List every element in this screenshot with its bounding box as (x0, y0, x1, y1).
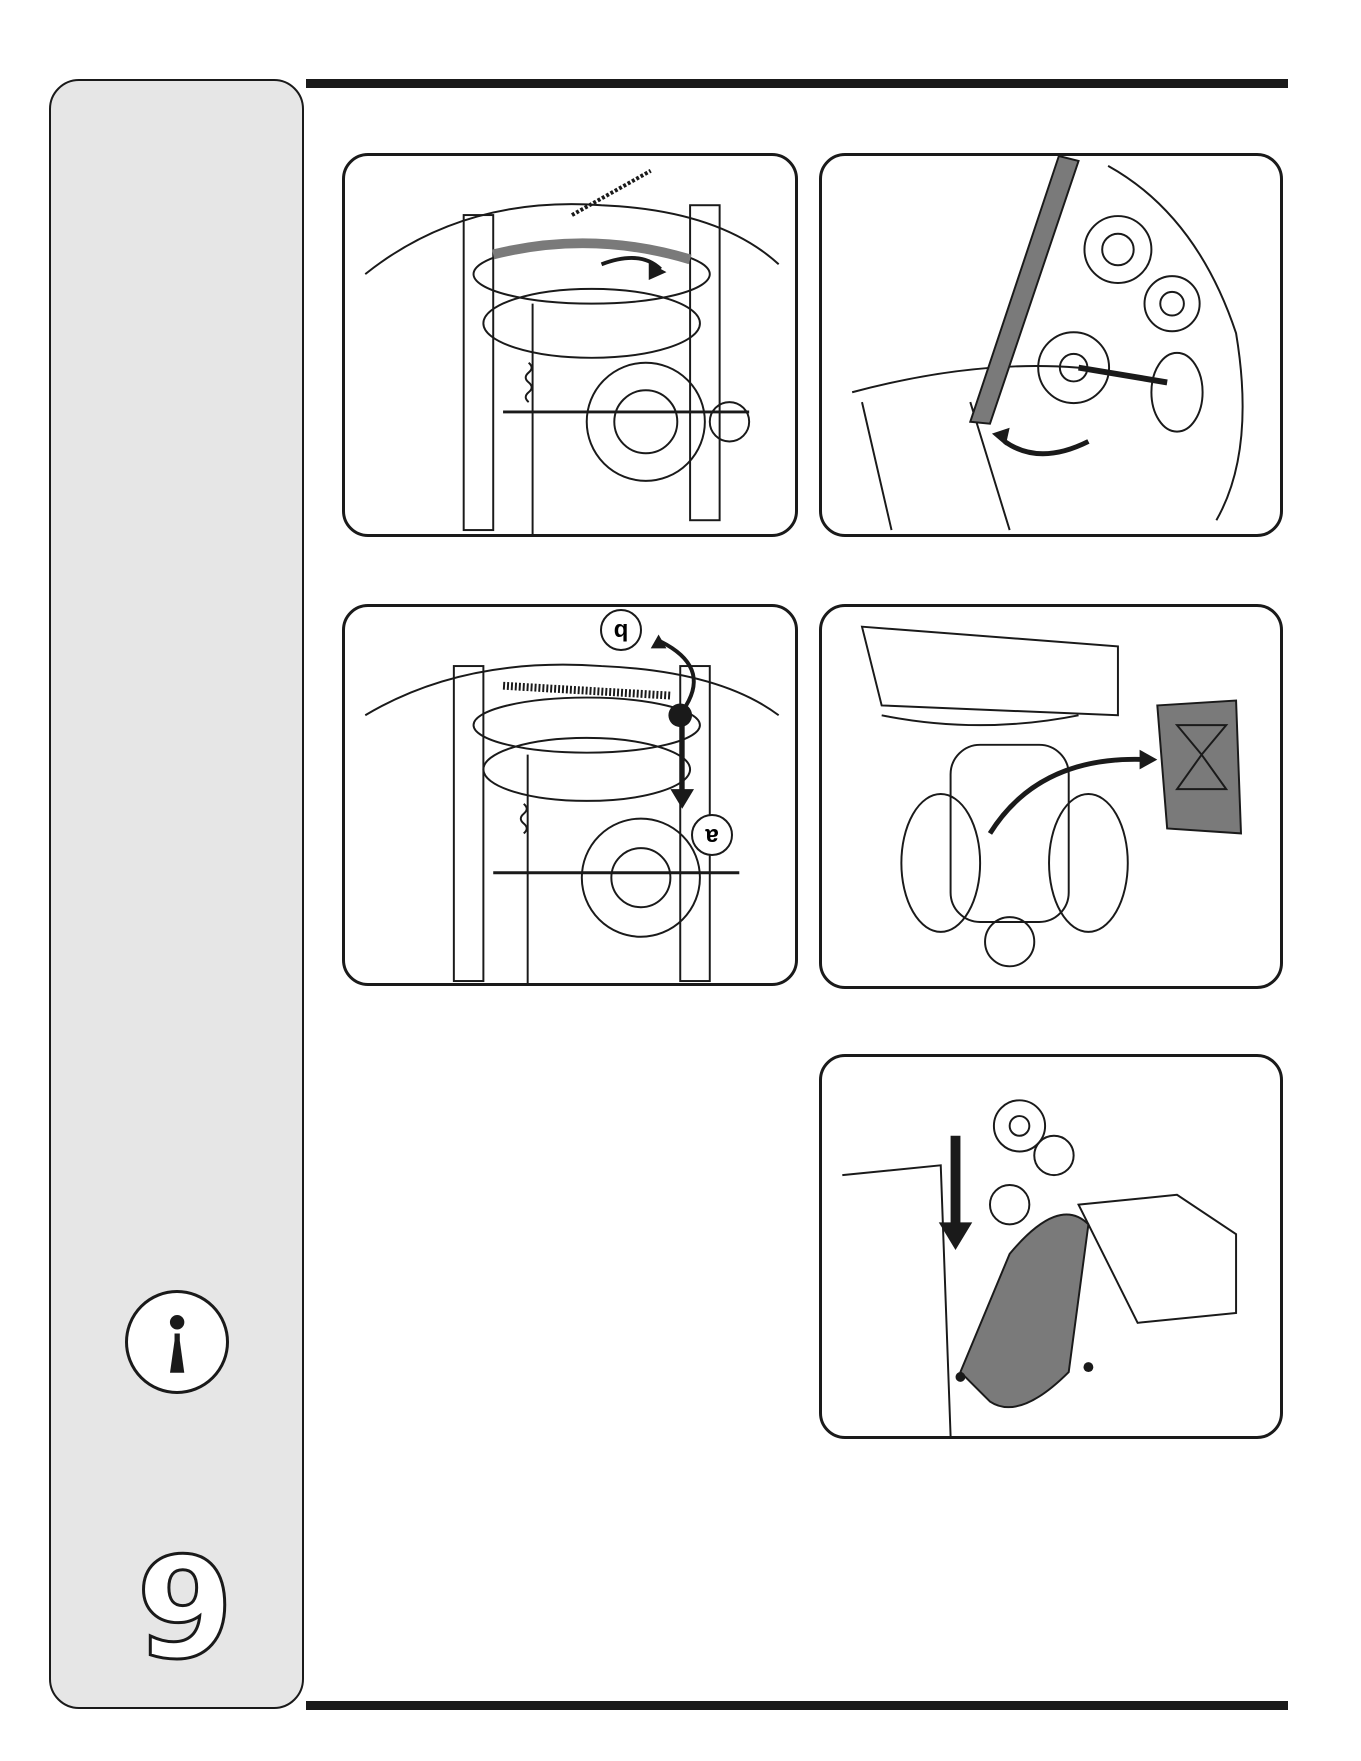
figure-idler-bracket-spring: b a (342, 604, 798, 986)
pulley-spring-arrow-icon (345, 156, 795, 534)
callout-b: b (600, 609, 642, 651)
idler-bracket-icon (345, 607, 795, 983)
notice-icon: ! (125, 1290, 229, 1394)
figure-frame-cover-removal (819, 604, 1283, 989)
figure-belt-cover-install (819, 1054, 1283, 1439)
callout-a: a (691, 814, 733, 856)
sidebar (49, 79, 304, 1709)
belt-removal-arrow-icon (822, 156, 1280, 534)
figure-belt-off-pulleys (819, 153, 1283, 537)
top-rule (306, 79, 1288, 88)
page-number: 9 (120, 1535, 250, 1685)
belt-cover-down-arrow-icon (822, 1057, 1280, 1436)
figure-belt-pulley-spring (342, 153, 798, 537)
frame-cover-arrow-icon (822, 607, 1280, 986)
bottom-rule (306, 1701, 1288, 1710)
